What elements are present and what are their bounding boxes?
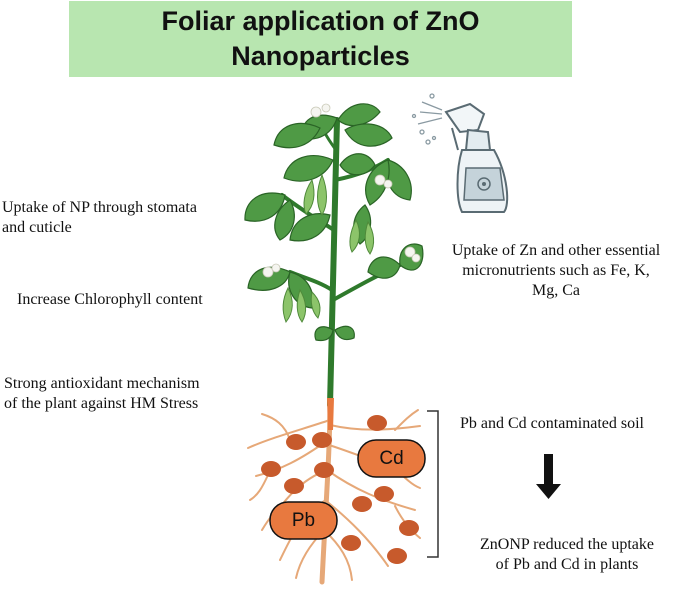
label-uptake-stomata: Uptake of NP through stomata and cuticle bbox=[2, 199, 197, 236]
flower bbox=[310, 106, 322, 118]
pod bbox=[364, 220, 375, 255]
leaf bbox=[339, 153, 376, 176]
spray-mist bbox=[411, 93, 443, 145]
metal-particle bbox=[367, 415, 387, 431]
leaf bbox=[244, 192, 286, 222]
pod bbox=[349, 218, 360, 253]
pod bbox=[317, 173, 327, 216]
metal-particle bbox=[314, 462, 334, 478]
pb-box bbox=[269, 501, 338, 540]
leaf bbox=[273, 122, 321, 149]
leaf bbox=[314, 326, 334, 342]
metal-particle bbox=[286, 434, 306, 450]
leaf bbox=[289, 213, 331, 242]
metal-particles bbox=[261, 415, 419, 564]
spray-bottle-icon bbox=[444, 102, 509, 213]
metal-particle bbox=[352, 496, 372, 512]
metal-particle bbox=[284, 478, 304, 494]
cd-label: Cd bbox=[379, 447, 404, 469]
title-line-2: Nanoparticles bbox=[231, 41, 410, 71]
metal-particle bbox=[312, 432, 332, 448]
flowers bbox=[262, 103, 421, 278]
flower bbox=[383, 179, 393, 189]
metal-particle bbox=[261, 461, 281, 477]
label-reduced-uptake: ZnONP reduced the uptake of Pb and Cd in… bbox=[479, 536, 654, 573]
label-soil: Pb and Cd contaminated soil bbox=[460, 415, 644, 432]
label-chlorophyll: Increase Chlorophyll content bbox=[17, 291, 203, 308]
pod bbox=[296, 288, 307, 323]
flower bbox=[321, 103, 331, 113]
down-arrow-icon bbox=[536, 454, 561, 499]
pb-label: Pb bbox=[291, 509, 316, 531]
flower bbox=[262, 266, 274, 278]
flower bbox=[374, 174, 386, 186]
pods bbox=[282, 173, 375, 323]
leaf bbox=[274, 199, 295, 241]
title-banner: Foliar application of ZnO Nanoparticles bbox=[69, 1, 572, 77]
flower bbox=[404, 246, 416, 258]
metal-particle bbox=[341, 535, 361, 551]
metal-particle bbox=[399, 520, 419, 536]
leaf bbox=[337, 103, 381, 127]
flower bbox=[411, 253, 421, 263]
leaf bbox=[385, 159, 412, 201]
flower bbox=[271, 263, 281, 273]
root-collar bbox=[327, 398, 334, 430]
leaf bbox=[334, 325, 355, 341]
soil-bracket bbox=[427, 410, 439, 558]
metal-particle bbox=[387, 548, 407, 564]
pod bbox=[303, 178, 315, 215]
pod bbox=[310, 290, 321, 319]
pod bbox=[282, 286, 293, 323]
label-uptake-zn: Uptake of Zn and other essential micronu… bbox=[451, 242, 661, 299]
cd-box bbox=[357, 439, 426, 478]
title-line-1: Foliar application of ZnO bbox=[161, 6, 480, 36]
leaf bbox=[283, 155, 334, 182]
label-antioxidant: Strong antioxidant mechanism of the plan… bbox=[4, 375, 200, 412]
leaf bbox=[344, 123, 393, 147]
metal-particle bbox=[374, 486, 394, 502]
leaf bbox=[367, 256, 401, 279]
